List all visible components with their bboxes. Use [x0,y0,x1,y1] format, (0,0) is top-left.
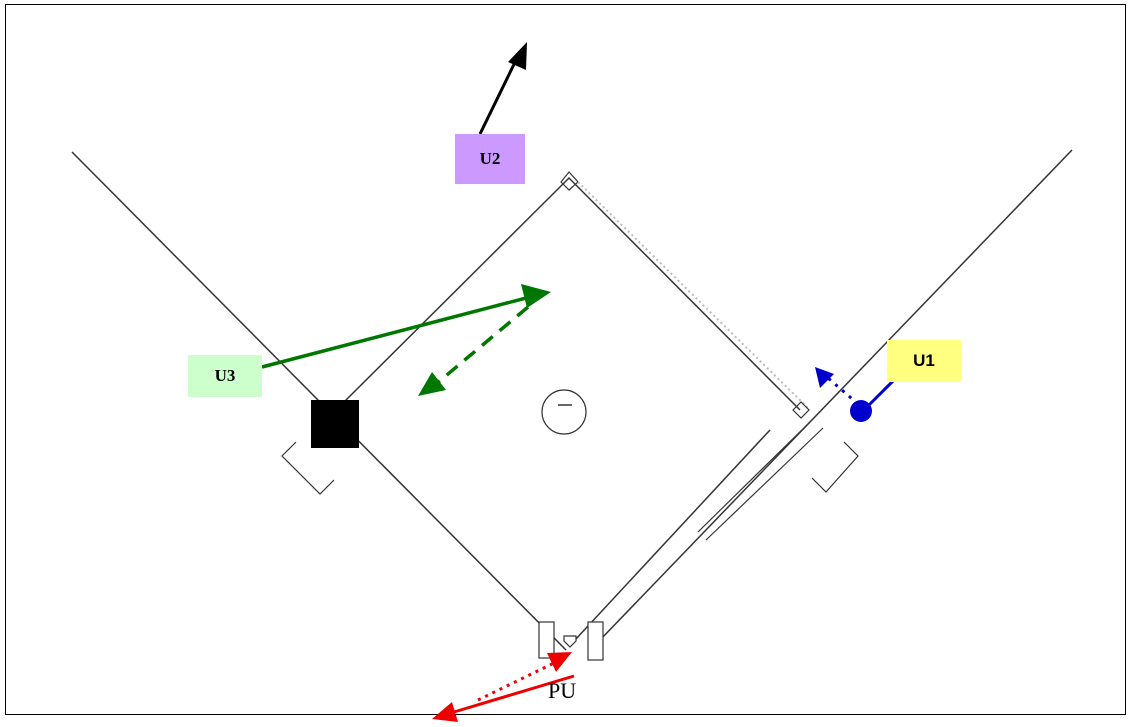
u1-path-solid [864,376,898,410]
right-foul-line [599,149,1073,641]
running-lane-line-2 [697,419,813,533]
plate-umpire-label: PU [548,678,577,703]
right-batters-box [587,621,604,661]
u2-path-arrow [478,51,522,135]
diagram-frame [5,4,1126,715]
u3-dashed-arrow [434,305,530,386]
pu-path-dotted [477,660,557,702]
infield-diamond [343,176,801,411]
left-batters-box [538,621,555,659]
u1-position-dot [850,400,872,422]
u1-path-dotted [827,376,859,406]
first-base [792,401,810,419]
u1-arrowhead [815,367,834,388]
home-plate [563,635,577,648]
umpire-u3-label: U3 [188,355,262,397]
u2-arrowhead [508,42,527,70]
right-edge-shading [577,181,811,411]
umpire-u2-label: U2 [455,134,525,184]
third-base [311,400,359,448]
pitchers-mound [541,389,587,435]
third-base-coach-box [281,441,335,495]
first-base-runner-lane [574,429,771,641]
first-base-coach-box [811,441,859,493]
pu-path-solid [453,674,575,714]
umpire-u1-label: U1 [887,340,961,382]
pu-solid-arrowhead [432,702,458,722]
u3-dashed-arrowhead [418,372,446,396]
u3-arrowhead [521,284,551,308]
running-lane-line-1 [705,427,824,541]
second-base [560,171,579,191]
u3-path-arrow [261,295,531,369]
pu-dotted-arrowhead [547,652,572,672]
